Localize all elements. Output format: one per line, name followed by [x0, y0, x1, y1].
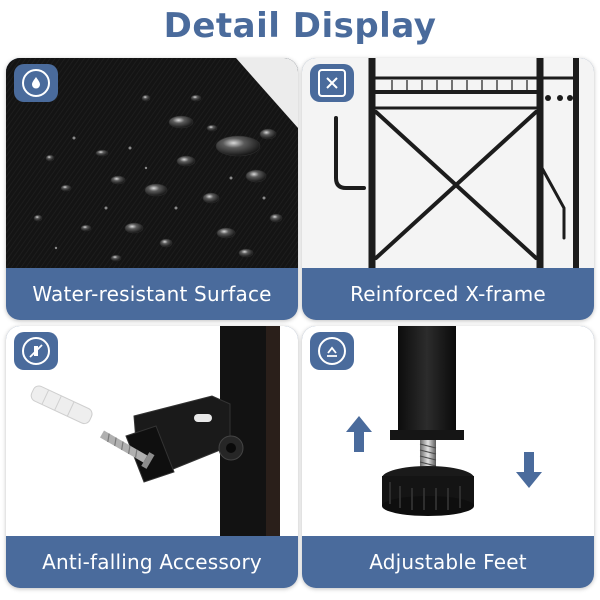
- page-title: Detail Display: [163, 6, 437, 46]
- x-frame-icon: [326, 77, 338, 89]
- feature-card-x-frame: Reinforced X-frame: [302, 58, 594, 320]
- badge: [310, 332, 354, 370]
- adjustable-feet-icon: [327, 346, 337, 357]
- badge: [310, 64, 354, 102]
- feature-caption: Reinforced X-frame: [350, 282, 546, 306]
- feature-card-anti-falling: Anti-falling Accessory: [6, 326, 298, 588]
- feature-card-water-resistant: Water-resistant Surface: [6, 58, 298, 320]
- feature-caption: Adjustable Feet: [369, 550, 527, 574]
- feature-card-adjustable-feet: Adjustable Feet: [302, 326, 594, 588]
- anti-tip-icon: [29, 344, 43, 358]
- badge: [14, 64, 58, 102]
- anti-falling-photo: [6, 326, 298, 536]
- water-drop-icon: [32, 77, 40, 89]
- feature-caption: Anti-falling Accessory: [42, 550, 262, 574]
- badge: [14, 332, 58, 370]
- feature-caption: Water-resistant Surface: [32, 282, 272, 306]
